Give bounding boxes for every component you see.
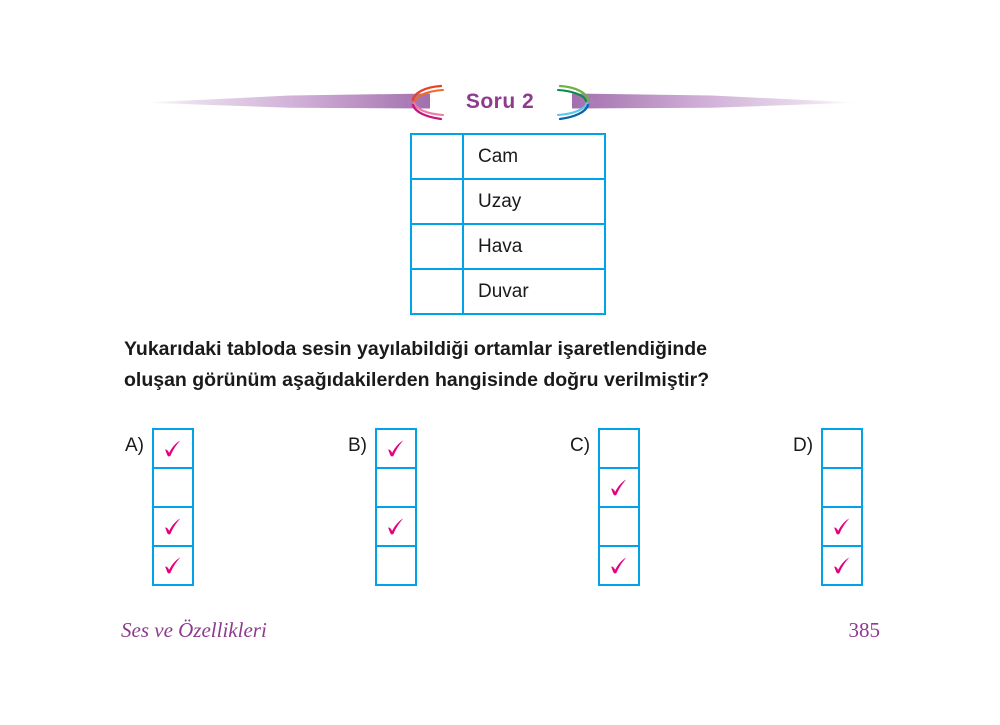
environments-table-body: Cam Uzay Hava Duvar — [410, 133, 606, 315]
checkmark-icon — [385, 516, 407, 538]
option-a-letter: A) — [125, 435, 144, 456]
prompt-line-2: oluşan görünüm aşağıdakilerden hangisind… — [124, 369, 710, 391]
option-a[interactable]: A) — [125, 428, 194, 586]
checkmark-icon — [162, 438, 184, 460]
option-b-table[interactable] — [375, 428, 417, 586]
swoosh-arc-warm-icon — [405, 84, 445, 121]
checkbox-cell[interactable] — [410, 133, 464, 180]
option-c-letter: C) — [570, 435, 591, 456]
table-row: Uzay — [410, 178, 606, 225]
option-d-cell-1[interactable] — [821, 428, 864, 469]
checkbox-cell[interactable] — [410, 223, 464, 270]
page-title: Soru 2 — [465, 90, 535, 113]
option-b-cell-3[interactable] — [375, 506, 417, 547]
checkmark-icon — [831, 555, 853, 577]
option-d-cell-3[interactable] — [821, 506, 864, 547]
option-b-cell-1[interactable] — [375, 428, 417, 469]
environments-table: Cam Uzay Hava Duvar — [410, 133, 606, 315]
option-c[interactable]: C) — [570, 428, 641, 586]
question-prompt: Yukarıdaki tabloda sesin yayılabildiği o… — [124, 334, 884, 396]
table-row: Duvar — [410, 268, 606, 315]
checkmark-icon — [608, 555, 630, 577]
table-row: Cam — [410, 133, 606, 180]
table-row: Hava — [410, 223, 606, 270]
option-a-cell-3[interactable] — [152, 506, 194, 547]
prompt-line-1: Yukarıdaki tabloda sesin yayılabildiği o… — [124, 338, 708, 360]
option-c-cell-2[interactable] — [598, 467, 641, 508]
option-a-table[interactable] — [152, 428, 194, 586]
option-b-cell-4[interactable] — [375, 545, 417, 586]
option-c-table[interactable] — [598, 428, 641, 586]
option-c-cell-4[interactable] — [598, 545, 641, 586]
option-a-cell-1[interactable] — [152, 428, 194, 469]
checkmark-icon — [385, 438, 407, 460]
option-c-cell-3[interactable] — [598, 506, 641, 547]
option-d-table[interactable] — [821, 428, 864, 586]
option-b-letter: B) — [348, 435, 367, 456]
swoosh-arc-cool-icon — [556, 84, 596, 121]
option-b-cell-2[interactable] — [375, 467, 417, 508]
option-d-cell-4[interactable] — [821, 545, 864, 586]
checkmark-icon — [162, 555, 184, 577]
checkmark-icon — [608, 477, 630, 499]
environment-label: Cam — [462, 133, 606, 180]
option-c-cell-1[interactable] — [598, 428, 641, 469]
option-a-cell-2[interactable] — [152, 467, 194, 508]
environment-label: Uzay — [462, 178, 606, 225]
checkbox-cell[interactable] — [410, 178, 464, 225]
question-header: Soru 2 — [0, 78, 1000, 126]
option-a-cell-4[interactable] — [152, 545, 194, 586]
footer-page-number: 385 — [848, 618, 881, 642]
option-d[interactable]: D) — [793, 428, 864, 586]
environment-label: Hava — [462, 223, 606, 270]
environment-label: Duvar — [462, 268, 606, 315]
footer-chapter-title: Ses ve Özellikleri — [121, 618, 267, 642]
checkbox-cell[interactable] — [410, 268, 464, 315]
checkmark-icon — [831, 516, 853, 538]
option-d-letter: D) — [793, 435, 814, 456]
answer-options: A) B) C) — [0, 428, 1000, 598]
option-b[interactable]: B) — [348, 428, 417, 586]
header-banner-ribbon — [143, 93, 858, 109]
option-d-cell-2[interactable] — [821, 467, 864, 508]
checkmark-icon — [162, 516, 184, 538]
